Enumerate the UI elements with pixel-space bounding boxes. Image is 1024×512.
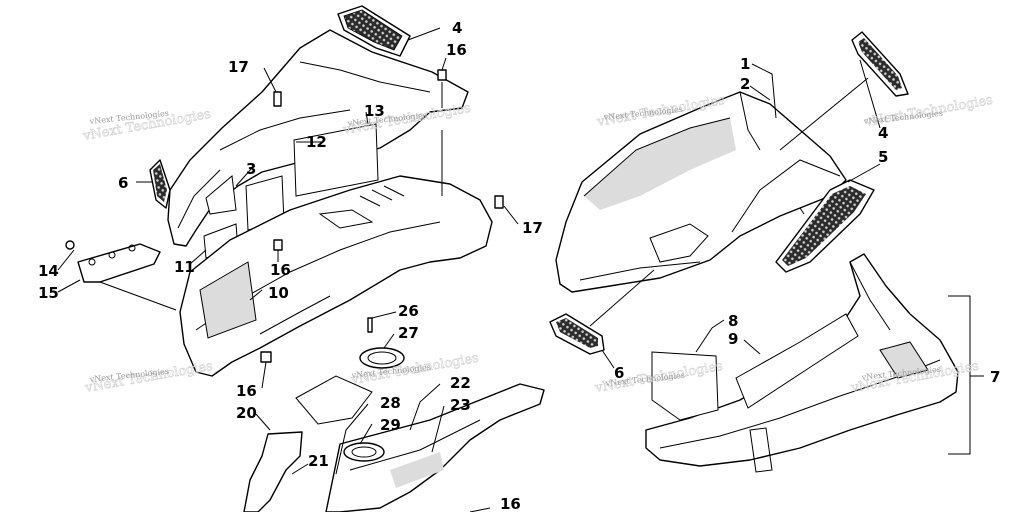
fastener-part-17-upper [273,91,282,107]
callout-16: 16 [446,41,467,59]
callout-23: 23 [450,396,471,414]
callout-11: 11 [174,258,195,276]
callout-17: 17 [522,219,543,237]
callout-12: 12 [306,133,327,151]
callout-28: 28 [380,394,401,412]
callout-16: 16 [236,382,257,400]
callout-6: 6 [118,174,128,192]
callout-15: 15 [38,284,59,302]
callout-4: 4 [878,124,888,142]
callout-1: 1 [740,55,750,73]
callout-10: 10 [268,284,289,302]
ring-part-29 [343,442,385,462]
callout-16: 16 [500,495,521,512]
callout-4: 4 [452,19,462,37]
callout-8: 8 [728,312,738,330]
left-hood-assembly [57,5,545,512]
decal-part-3 [205,175,237,215]
callout-22: 22 [450,374,471,392]
pin-part-26 [367,317,373,333]
callout-13: 13 [364,102,385,120]
fastener-part-17-right [494,195,504,209]
callout-6: 6 [614,364,624,382]
nut-part-16-lower [260,351,272,363]
callout-9: 9 [728,330,738,348]
right-hood-assembly [549,31,984,473]
callout-20: 20 [236,404,257,422]
fastener-part-16-upper [437,69,447,81]
callout-29: 29 [380,416,401,434]
ring-part-27 [359,347,405,369]
side-panel-part-20 [243,431,303,512]
callouts: 4 16 17 13 12 3 6 17 14 11 16 15 10 26 2… [38,19,1000,512]
panel-part-23 [390,452,444,488]
screw-part-14 [65,240,75,250]
callout-14: 14 [38,262,59,280]
callout-7: 7 [990,368,1000,386]
callout-16: 16 [270,261,291,279]
decal-part-8 [651,351,719,421]
callout-26: 26 [398,302,419,320]
callout-27: 27 [398,324,419,342]
bracket-part-15 [77,243,161,283]
callout-21: 21 [308,452,329,470]
decal-part-9 [735,313,859,409]
decal-part-28 [295,375,373,425]
belly-pan-part-22 [325,383,545,512]
callout-5: 5 [878,148,888,166]
callout-2: 2 [740,75,750,93]
callout-17: 17 [228,58,249,76]
callout-3: 3 [246,160,256,178]
lower-hood-part [179,175,493,377]
fastener-part-16-mid [273,239,283,251]
